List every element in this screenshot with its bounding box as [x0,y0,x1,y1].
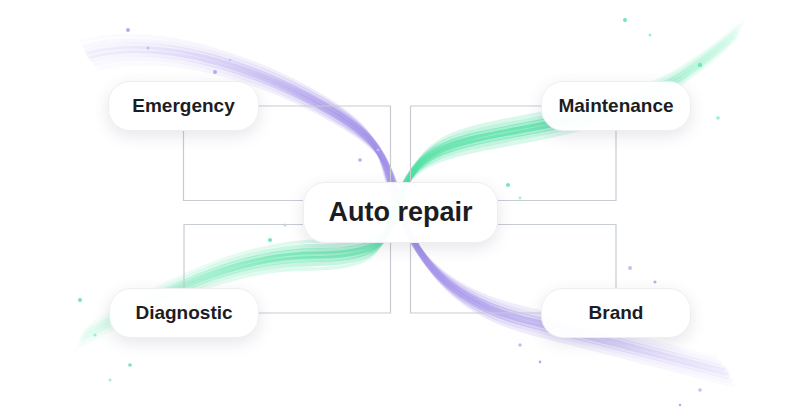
node-label: Brand [589,302,644,324]
ribbon-strand [98,64,733,386]
sparkle-dots [78,18,720,406]
node-label: Maintenance [558,95,673,117]
ribbon-strand [83,39,733,339]
ribbon-strand [80,44,730,344]
category-box: Brand [541,288,691,338]
ribbon-strand [82,36,717,358]
node-label: Emergency [132,95,234,117]
purple-ribbon [82,36,734,386]
node-label: Diagnostic [135,302,232,324]
ribbon-strand [90,50,725,372]
category-box: Diagnostic [109,288,259,338]
ribbon-strand [85,41,720,363]
ribbon-strand [95,59,730,381]
ribbon-strand [92,54,727,376]
ribbon-strand [77,49,727,349]
ribbon-strand [88,46,723,368]
hub-box: Auto repair [303,182,498,243]
category-box: Maintenance [541,81,691,131]
category-box: Emergency [108,81,259,131]
node-label: Auto repair [328,197,472,228]
green-ribbon [77,21,744,349]
